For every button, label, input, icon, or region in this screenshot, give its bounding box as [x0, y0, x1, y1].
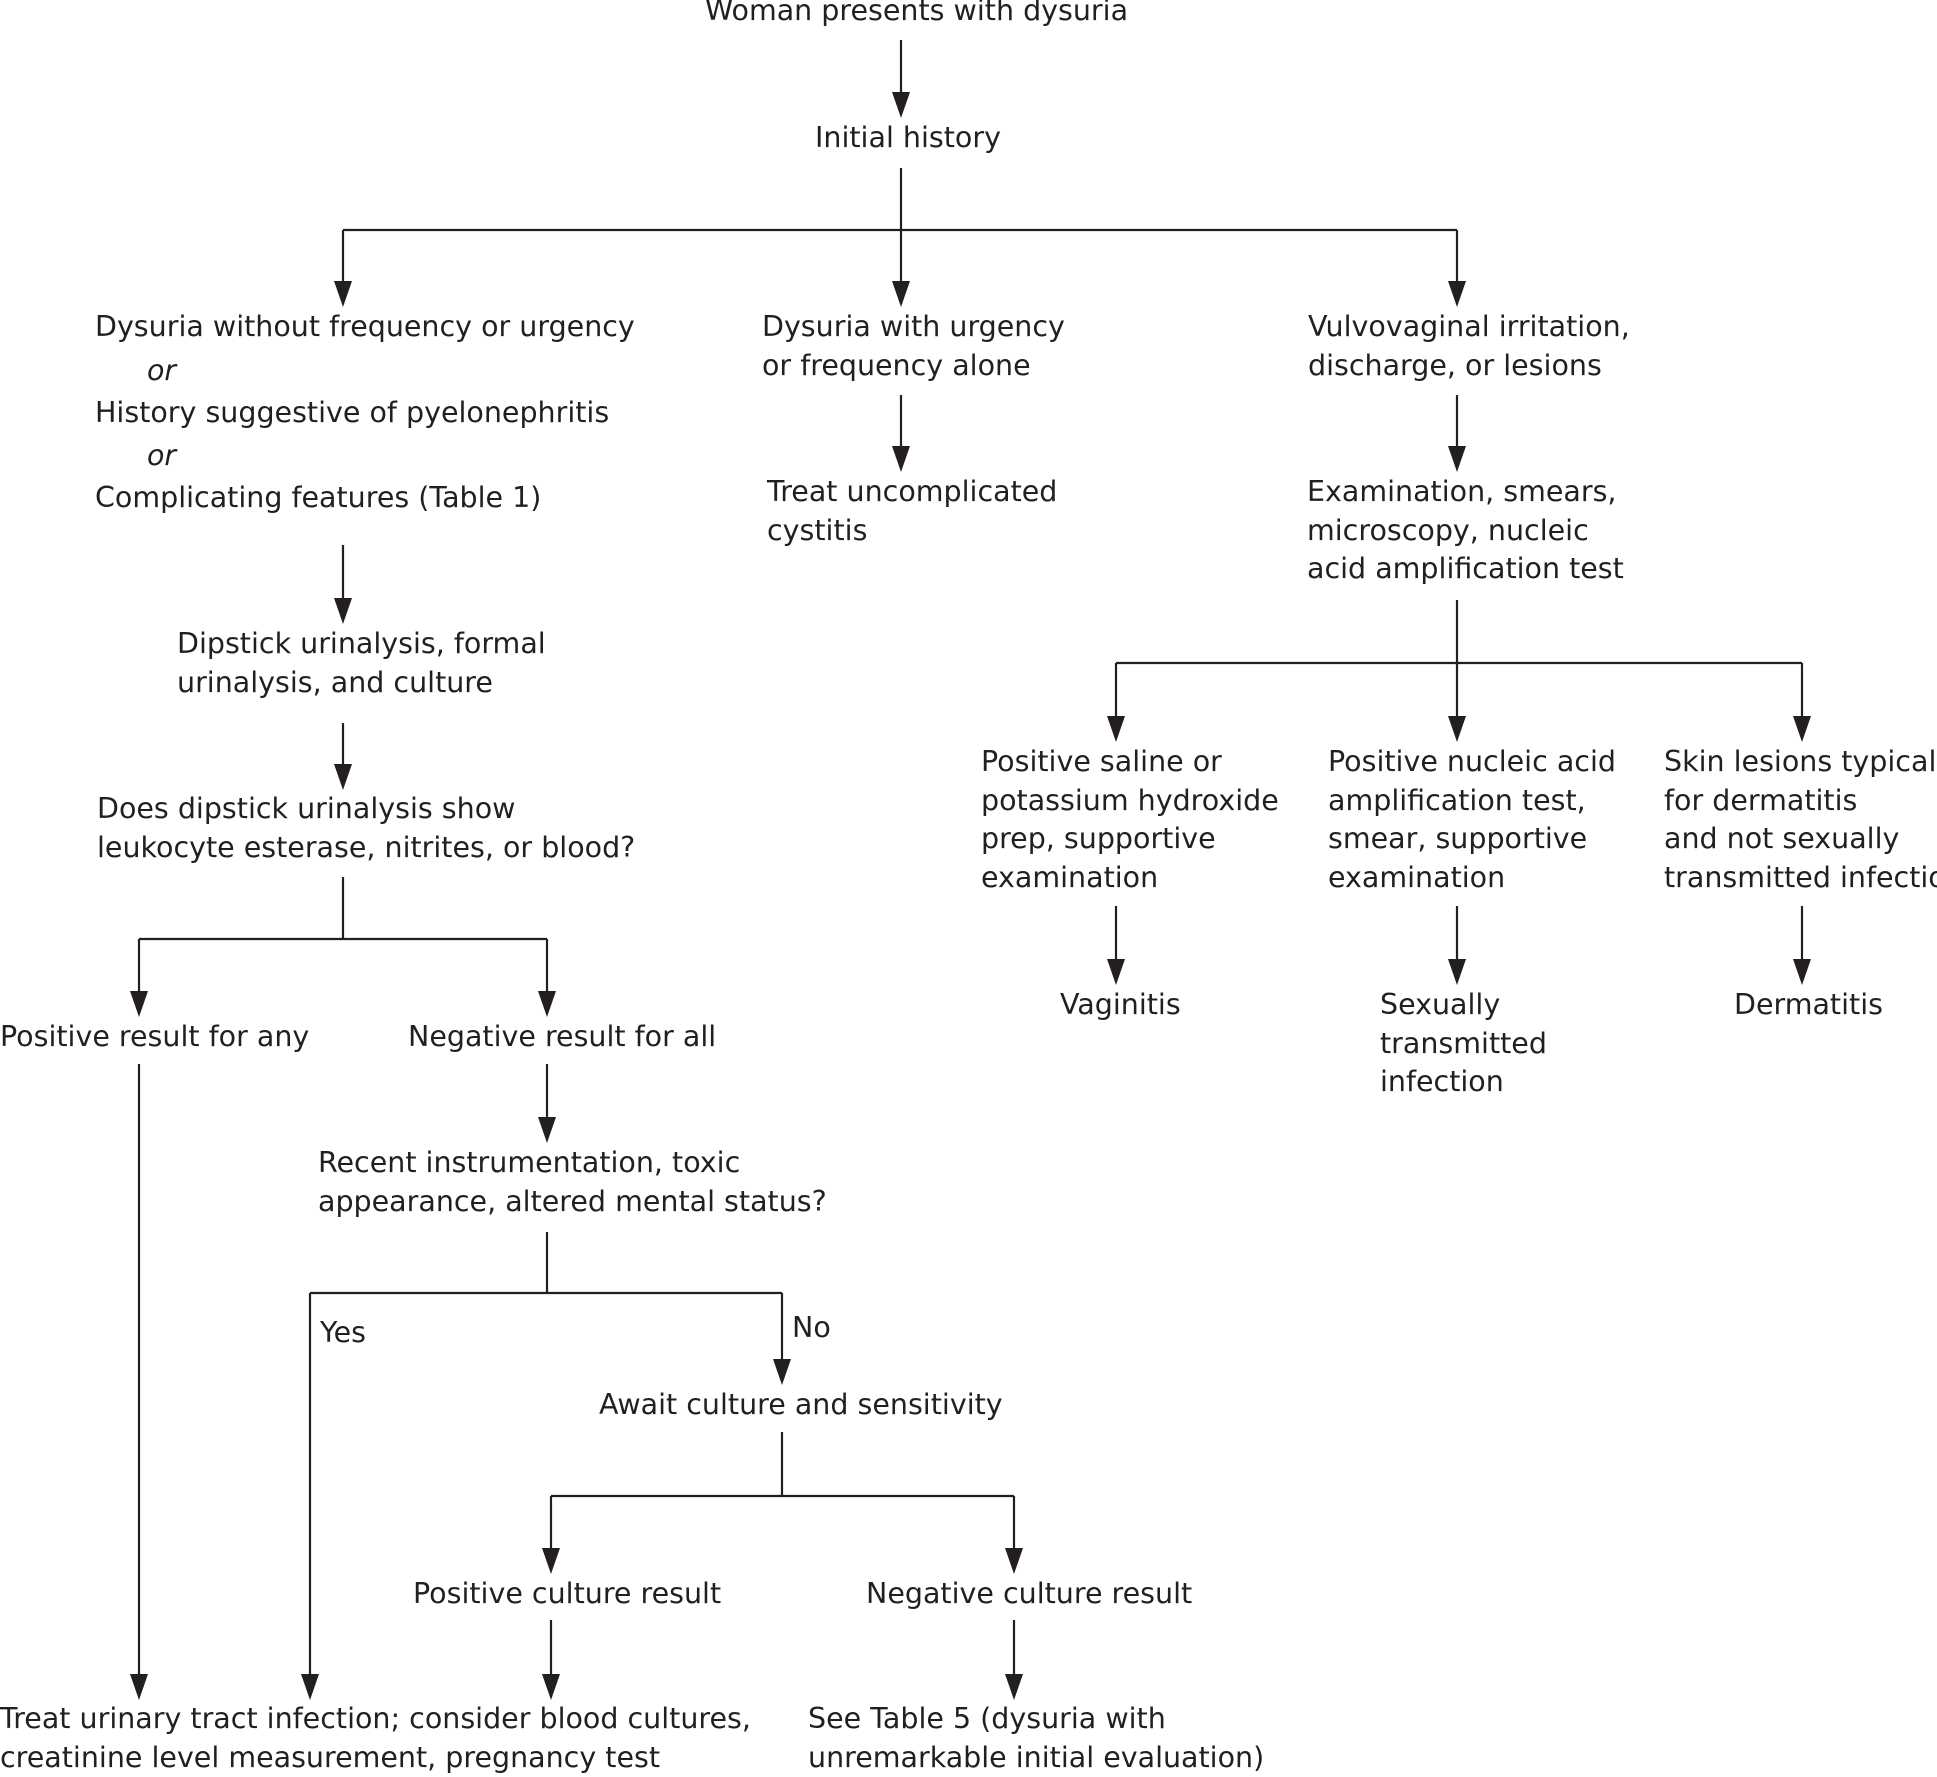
node-right-branch: Vulvovaginal irritation, discharge, or l…: [1308, 310, 1630, 382]
node-sti: Sexually transmitted infection: [1380, 988, 1547, 1098]
node-see-table-5: See Table 5 (dysuria with unremarkable i…: [808, 1702, 1265, 1774]
node-recent-instrumentation-question: Recent instrumentation, toxic appearance…: [318, 1146, 827, 1218]
node-initial-history: Initial history: [815, 121, 1001, 154]
node-start: Woman presents with dysuria: [705, 0, 1129, 27]
node-negative-result-all: Negative result for all: [408, 1020, 717, 1053]
edge-label-no: No: [792, 1311, 831, 1344]
arrowhead: [130, 991, 148, 1017]
arrowhead: [1448, 446, 1466, 472]
arrowhead: [1448, 959, 1466, 985]
arrowhead: [1005, 1674, 1023, 1700]
arrowhead: [538, 1117, 556, 1143]
node-dermatitis: Dermatitis: [1734, 988, 1883, 1021]
node-dipstick-question: Does dipstick urinalysis show leukocyte …: [97, 792, 636, 864]
node-urinalysis: Dipstick urinalysis, formal urinalysis, …: [177, 627, 546, 699]
arrowhead: [1107, 959, 1125, 985]
arrowhead: [1793, 959, 1811, 985]
arrowhead: [1005, 1548, 1023, 1574]
node-positive-culture: Positive culture result: [413, 1577, 722, 1610]
arrowhead: [334, 764, 352, 790]
node-mid-branch: Dysuria with urgency or frequency alone: [762, 310, 1065, 382]
node-left-branch: Dysuria without frequency or urgency or …: [95, 310, 635, 514]
arrowhead: [892, 281, 910, 307]
arrowhead: [892, 446, 910, 472]
node-await-culture: Await culture and sensitivity: [599, 1388, 1003, 1421]
node-skin-lesions: Skin lesions typical for dermatitis and …: [1664, 745, 1937, 894]
node-vaginitis: Vaginitis: [1060, 988, 1181, 1021]
node-negative-culture: Negative culture result: [866, 1577, 1193, 1610]
arrowhead: [334, 598, 352, 624]
arrowhead: [542, 1548, 560, 1574]
node-positive-result-any: Positive result for any: [0, 1020, 310, 1053]
arrowhead: [1448, 716, 1466, 742]
arrowhead: [301, 1674, 319, 1700]
node-treat-cystitis: Treat uncomplicated cystitis: [767, 475, 1058, 547]
arrowhead: [1793, 716, 1811, 742]
node-positive-naat: Positive nucleic acid amplification test…: [1328, 745, 1616, 894]
edge-label-yes: Yes: [320, 1316, 367, 1349]
arrowhead: [773, 1359, 791, 1385]
arrowhead: [1107, 716, 1125, 742]
arrowhead: [334, 281, 352, 307]
node-positive-saline: Positive saline or potassium hydroxide p…: [981, 745, 1279, 894]
arrowhead: [542, 1674, 560, 1700]
node-examination: Examination, smears, microscopy, nucleic…: [1307, 475, 1624, 585]
arrowhead: [1448, 281, 1466, 307]
arrowhead: [892, 92, 910, 118]
arrowhead: [130, 1674, 148, 1700]
arrowhead: [538, 991, 556, 1017]
node-treat-uti: Treat urinary tract infection; consider …: [0, 1702, 751, 1774]
